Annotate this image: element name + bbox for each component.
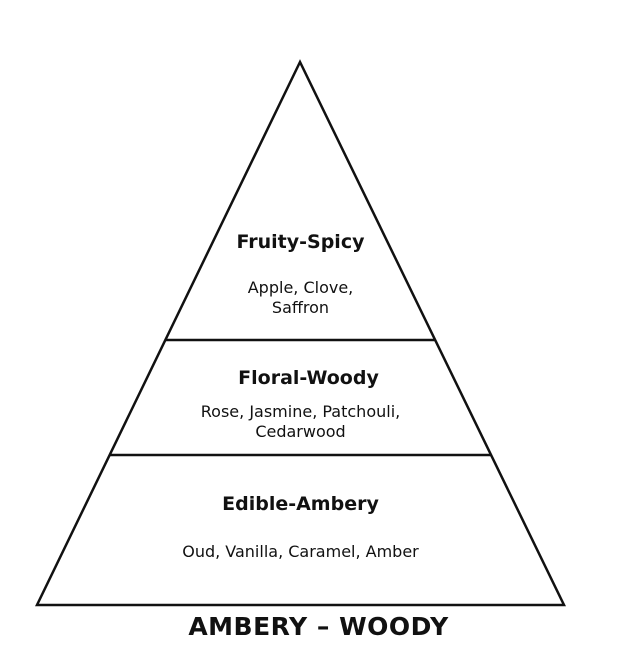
tier-bottom-notes-line: Oud, Vanilla, Caramel, Amber bbox=[182, 542, 419, 561]
tier-top-notes-line: Apple, Clove, bbox=[247, 278, 354, 297]
pyramid-outline bbox=[35, 59, 566, 607]
tier-top-title: Fruity-Spicy bbox=[236, 231, 365, 253]
tier-top-notes: Apple, Clove, Saffron bbox=[0, 278, 619, 318]
tier-bottom-notes: Oud, Vanilla, Caramel, Amber bbox=[0, 542, 619, 562]
tier-middle-notes-line: Cedarwood bbox=[255, 422, 346, 441]
tier-middle-title: Floral-Woody bbox=[238, 367, 379, 389]
tier-bottom-title: Edible-Ambery bbox=[222, 493, 379, 515]
pyramid-caption: AMBERY – WOODY bbox=[188, 612, 449, 641]
tier-middle-notes-line: Rose, Jasmine, Patchouli, bbox=[200, 402, 401, 421]
tier-top-notes-line: Saffron bbox=[271, 298, 330, 317]
tier-middle-notes: Rose, Jasmine, Patchouli, Cedarwood bbox=[0, 402, 619, 442]
